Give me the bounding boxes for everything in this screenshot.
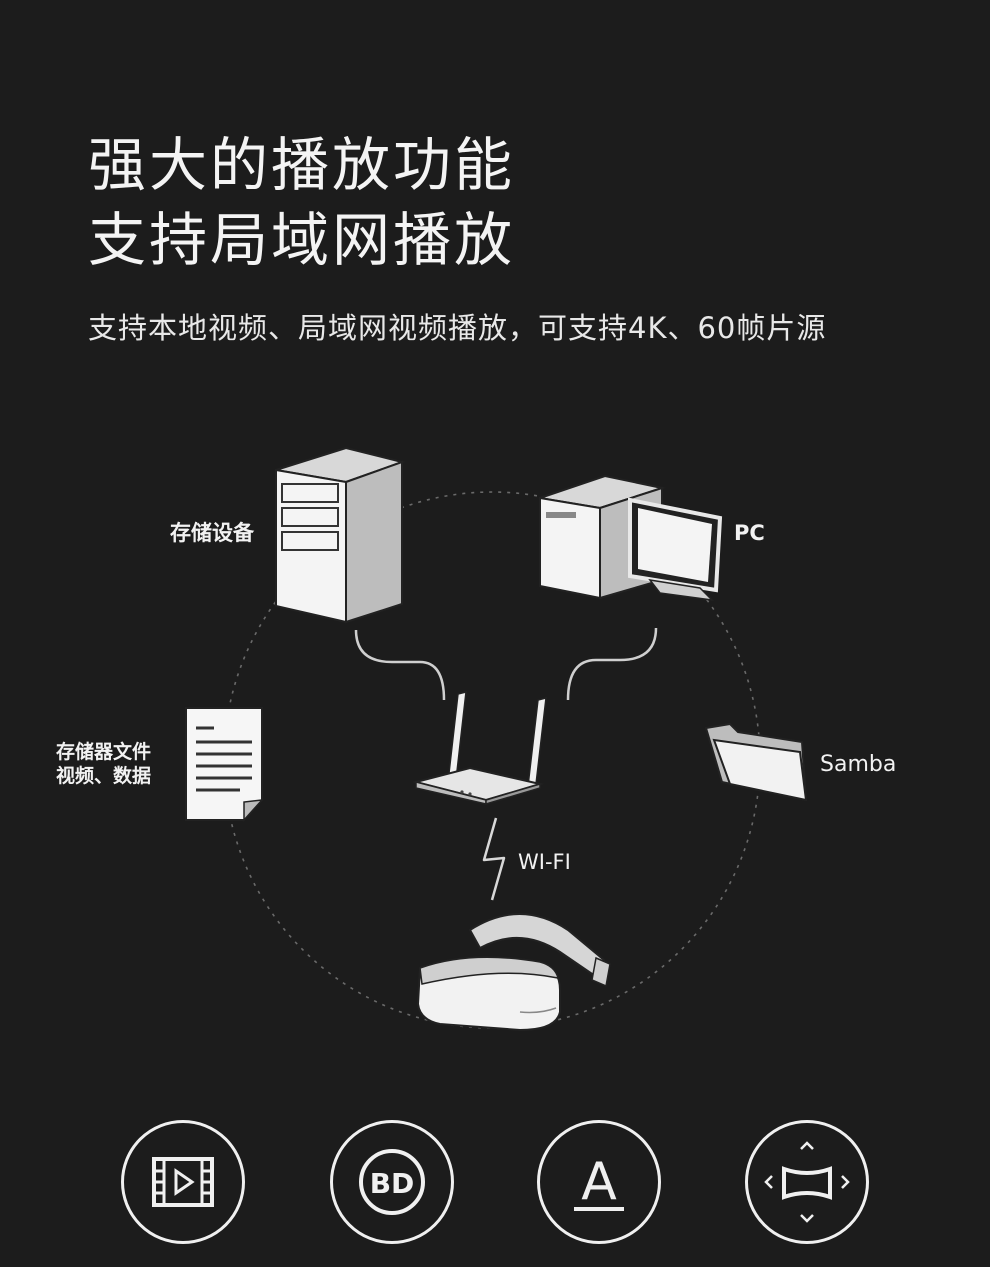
subtitle-feature: A: [537, 1120, 661, 1244]
screen-adjust-feature: [745, 1120, 869, 1244]
bluray-bd-icon: BD: [359, 1149, 425, 1215]
video-file-feature: [121, 1120, 245, 1244]
document-icon: [185, 707, 264, 822]
pc-icon: [539, 474, 723, 602]
samba-folder-icon: [704, 722, 808, 802]
files-label-line-1: 存储器文件: [56, 741, 152, 763]
bluray-feature: BD: [330, 1120, 454, 1244]
screen-adjust-icon: [764, 1141, 850, 1223]
storage-device-icon: [275, 446, 406, 624]
subtitle: 支持本地视频、局域网视频播放，可支持4K、60帧片源: [88, 311, 827, 345]
video-file-icon: [152, 1157, 214, 1207]
headline-line-1: 强大的播放功能: [88, 131, 516, 199]
files-label-line-2: 视频、数据: [56, 765, 152, 787]
samba-label: Samba: [820, 752, 897, 777]
pc-label: PC: [734, 521, 765, 545]
router-icon: [412, 691, 547, 806]
files-label: 存储器文件 视频、数据: [56, 740, 151, 788]
headline-line-2: 支持局域网播放: [88, 206, 516, 274]
wifi-label: WI-FI: [518, 850, 571, 874]
wifi-signal-icon: [482, 817, 506, 901]
bd-text: BD: [370, 1167, 415, 1200]
subtitle-letter-a-icon: A: [574, 1152, 624, 1212]
letter-a-text: A: [581, 1152, 617, 1212]
vr-headset-icon: [416, 913, 611, 1032]
storage-to-router-link: [354, 629, 446, 701]
storage-device-label: 存储设备: [170, 521, 254, 545]
pc-to-router-link: [566, 627, 658, 701]
feature-icons-row: BD A: [0, 1120, 990, 1260]
headline: 强大的播放功能 支持局域网播放: [88, 128, 515, 278]
